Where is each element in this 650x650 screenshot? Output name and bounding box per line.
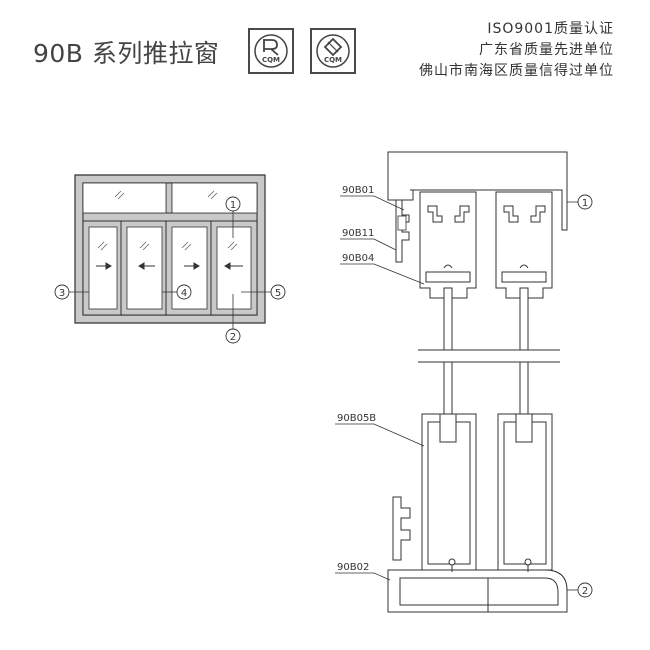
- callout-label: 4: [181, 288, 187, 299]
- section-callouts: 1 2: [577, 194, 593, 598]
- callout-circle: [54, 284, 70, 300]
- cert-line-iso: ISO9001质量认证: [487, 21, 614, 37]
- fixed-glass-right: [171, 182, 258, 214]
- part-labels: 90B01 90B11 90B04 90B05B 90B02: [337, 185, 376, 573]
- slide-arrows: [96, 262, 243, 270]
- cert-line-province: 广东省质量先进单位: [479, 42, 614, 58]
- r-mark-icon: CQM: [254, 34, 288, 68]
- part-label-90B11: 90B11: [342, 228, 374, 239]
- profile-90B05B: [421, 413, 553, 571]
- logo-caption: CQM: [262, 56, 280, 64]
- sash-hooks-top: [443, 264, 529, 269]
- callout-label: 2: [230, 332, 236, 343]
- elevation-leaders: [69, 211, 271, 329]
- callout-circle: [577, 582, 593, 598]
- elevation-callouts: 1 2 3 4 5: [54, 196, 286, 344]
- logo-caption: CQM: [324, 56, 342, 64]
- page-title: 90B 系列推拉窗: [33, 39, 220, 68]
- part-label-90B05B: 90B05B: [337, 413, 376, 424]
- callout-circle: [577, 194, 593, 210]
- profile-90B02: [387, 569, 568, 613]
- callout-label: 5: [275, 288, 281, 299]
- callout-circle: [225, 196, 241, 212]
- callout-circle: [270, 284, 286, 300]
- q-mark-icon: CQM: [316, 34, 350, 68]
- section-leaders: [335, 195, 578, 591]
- callout-label: 1: [230, 200, 236, 211]
- callout-label: 3: [59, 288, 65, 299]
- cqm-q-logo: CQM: [310, 28, 356, 74]
- part-label-90B04: 90B04: [342, 253, 374, 264]
- profile-90B11: [395, 199, 410, 263]
- profile-clip-lower: [392, 496, 411, 561]
- sash-4-glass: [216, 226, 252, 310]
- fixed-glass-left: [82, 182, 167, 214]
- sash-1-glass: [88, 226, 118, 310]
- break-lines: [418, 349, 560, 363]
- callout-label: 1: [582, 198, 588, 209]
- part-label-90B01: 90B01: [342, 185, 374, 196]
- profile-90B04: [419, 191, 553, 299]
- cert-line-city: 佛山市南海区质量信得过单位: [419, 63, 614, 79]
- callout-label: 2: [582, 586, 588, 597]
- part-label-90B02: 90B02: [337, 562, 369, 573]
- cqm-r-logo: CQM: [248, 28, 294, 74]
- sill-bulbs: [448, 558, 532, 572]
- callout-circle: [176, 284, 192, 300]
- callout-circle: [225, 328, 241, 344]
- glass-hatch-marks: [97, 190, 238, 251]
